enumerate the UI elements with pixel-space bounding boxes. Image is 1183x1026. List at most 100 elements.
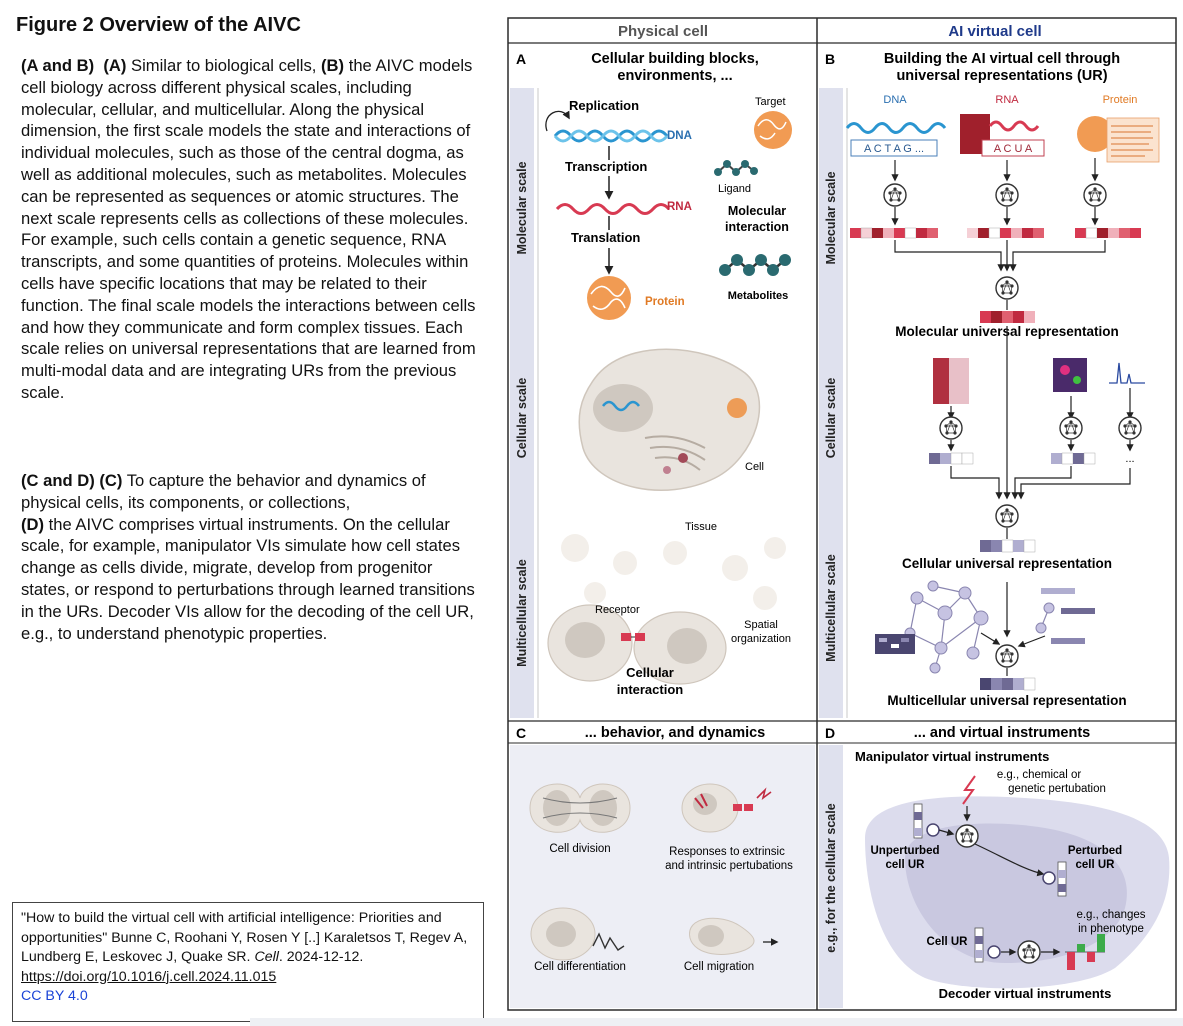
molecular-ur-vector (980, 311, 1035, 323)
label-eg-chemical: e.g., chemical or (997, 769, 1082, 781)
label-spatial-2: organization (731, 633, 791, 645)
caption-paragraph-ab: (A and B) (A) Similar to biological cell… (21, 55, 479, 404)
label-cell-ur: Cell UR (927, 936, 969, 948)
panel-a-title-line2: environments, ... (617, 68, 732, 84)
label-dna-b: DNA (883, 94, 907, 106)
encoder-multicellular-ur (995, 644, 1019, 668)
citation-text: "How to build the virtual cell with arti… (21, 910, 468, 965)
label-protein-a: Protein (645, 296, 685, 308)
encoder-cell-3 (1118, 416, 1142, 440)
caption-tag-d: (D) (21, 514, 45, 534)
decoder-model (1017, 940, 1041, 964)
panel-c-title: ... behavior, and dynamics (585, 725, 766, 741)
citation-date: . 2024-12-12. (278, 949, 364, 965)
tissue-background (561, 534, 786, 610)
figure-diagram: Physical cell AI virtual cell Molecular … (505, 8, 1180, 1013)
cell-embedding-1 (929, 452, 974, 465)
label-molecular-scale-a: Molecular scale (515, 161, 529, 254)
ligand-molecule (714, 160, 758, 176)
label-cellular-scale-a: Cellular scale (515, 378, 529, 459)
label-cellular-ur: Cellular universal representation (902, 556, 1112, 571)
encoder-protein (1083, 183, 1107, 207)
encoder-dna (883, 183, 907, 207)
multicellular-input-matrix (875, 634, 915, 654)
caption-tag-a: (A) (103, 56, 127, 75)
protein-sequence-box (1106, 117, 1160, 163)
cellular-ur-vector (980, 539, 1036, 553)
caption-text-b: the AIVC models cell biology across diff… (21, 56, 476, 402)
doi-link[interactable]: https://doi.org/10.1016/j.cell.2024.11.0… (21, 968, 277, 985)
label-cellular-scale-b: Cellular scale (824, 378, 838, 459)
label-eg-changes: e.g., changes (1076, 909, 1145, 921)
label-unperturbed-2: cell UR (886, 859, 926, 871)
latent-space-background (865, 796, 1170, 989)
unperturbed-ur (913, 803, 940, 839)
perturbation-bolt-icon (962, 775, 976, 805)
citation-journal: Cell (254, 949, 279, 965)
dna-helix-b (845, 122, 947, 134)
rna-strand (555, 203, 671, 215)
rna-sequence: A C U A (994, 143, 1033, 155)
panel-a-title-line1: Cellular building blocks, (591, 51, 759, 67)
protein-blob-b (1077, 116, 1113, 152)
manipulator-model (955, 824, 979, 848)
caption-text-a: Similar to biological cells, (131, 56, 317, 75)
encoder-rna (995, 183, 1019, 207)
label-cell: Cell (745, 461, 764, 473)
caption-paragraph-cd: (C and D) (C) To capture the behavior an… (21, 470, 479, 644)
encoder-molecular-ur (995, 276, 1019, 300)
label-unperturbed-1: Unperturbed (871, 845, 940, 857)
perturbed-ur (1042, 861, 1067, 897)
dna-helix (553, 129, 669, 143)
label-molecular-interaction-2: interaction (725, 220, 789, 234)
scale-strip-d (819, 745, 843, 1008)
label-translation: Translation (571, 230, 640, 245)
cellular-input-image (1053, 358, 1087, 392)
label-transcription: Transcription (565, 159, 647, 174)
dna-sequence: A C T A G ... (864, 143, 924, 155)
cell-differentiation-illustration (530, 907, 625, 961)
label-molecular-scale-b: Molecular scale (824, 171, 838, 264)
label-rna-b: RNA (995, 94, 1019, 106)
encoder-cellular-ur (995, 504, 1019, 528)
label-dna-a: DNA (667, 130, 692, 142)
label-cellular-interaction-1: Cellular (626, 665, 674, 680)
phenotype-bar-chart (1065, 934, 1105, 970)
panel-d-title: ... and virtual instruments (914, 725, 1090, 741)
panel-b-title-line1: Building the AI virtual cell through (884, 51, 1120, 67)
label-target: Target (755, 96, 786, 108)
label-metabolites: Metabolites (728, 290, 789, 302)
figure-title: Figure 2 Overview of the AIVC (16, 14, 301, 36)
interacting-cells (547, 604, 727, 685)
embedding-rna (967, 227, 1044, 239)
panel-letter-b: B (825, 51, 835, 67)
target-protein (754, 111, 792, 149)
label-spatial-1: Spatial (744, 619, 778, 631)
label-eg-genetic: genetic pertubation (1008, 783, 1106, 795)
scale-strip-right (819, 88, 843, 718)
multicellular-ur-vector (980, 677, 1036, 691)
panel-letter-c: C (516, 725, 526, 741)
license-link[interactable]: CC BY 4.0 (21, 988, 88, 1004)
cellular-input-spectrum (1109, 362, 1145, 384)
label-multicellular-ur: Multicellular universal representation (887, 693, 1126, 708)
label-perturbed-1: Perturbed (1068, 845, 1122, 857)
label-cellular-interaction-2: interaction (617, 682, 684, 697)
cell-migration-illustration (689, 917, 779, 955)
label-tissue: Tissue (685, 521, 717, 533)
label-cell-migration: Cell migration (684, 961, 754, 973)
label-cell-division: Cell division (549, 843, 610, 855)
citation-box: "How to build the virtual cell with arti… (12, 902, 484, 1022)
perturbation-response-illustration (681, 783, 772, 833)
protein-blob-a (587, 276, 631, 320)
panel-letter-d: D (825, 725, 835, 741)
label-manipulator-vi: Manipulator virtual instruments (855, 749, 1049, 764)
caption-tag-c: (C) (99, 471, 123, 490)
label-perturbed-2: cell UR (1076, 859, 1116, 871)
label-multicellular-scale-b: Multicellular scale (824, 554, 838, 662)
cell-division-illustration (529, 783, 631, 833)
encoder-cell-1 (939, 416, 963, 440)
cell-graph-right (1035, 588, 1095, 644)
label-ligand: Ligand (718, 183, 751, 195)
caption-lead-cd: (C and D) (21, 471, 95, 490)
